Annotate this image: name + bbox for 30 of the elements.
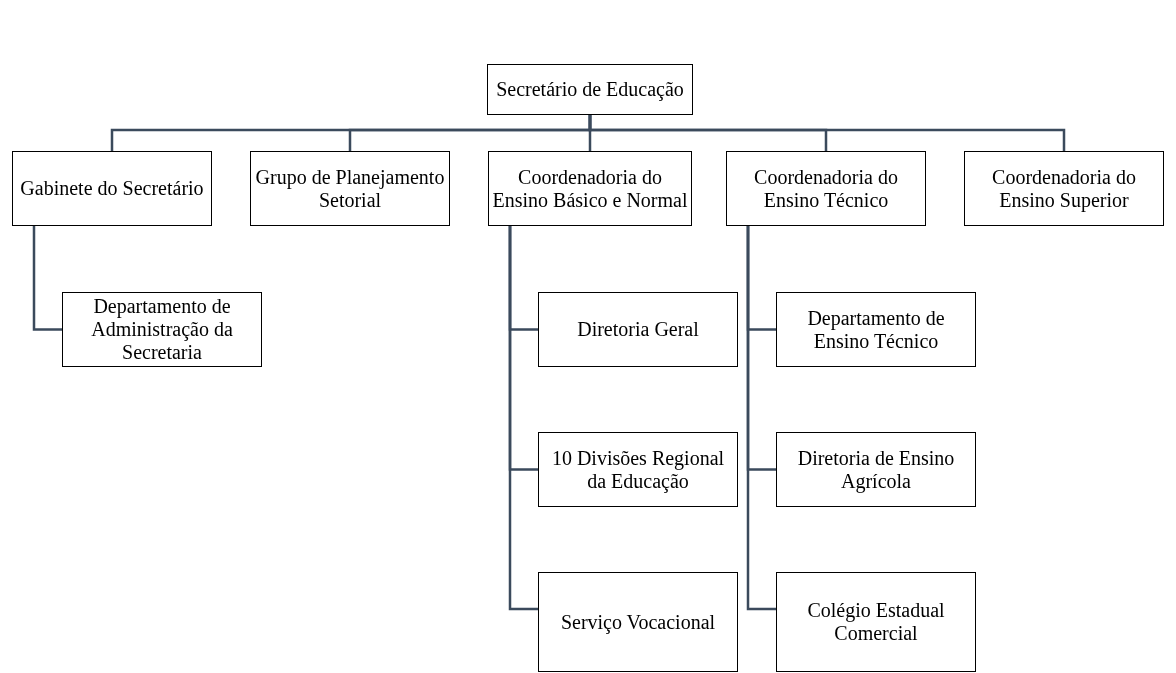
org-box [776,572,976,672]
unit-name: 10 Divisões Regional da Educação [550,446,726,493]
unit-name: Secretário de Educação [496,78,684,101]
connector-line [588,115,1066,151]
org-box [538,572,738,672]
org-box [776,432,976,507]
unit-name: Departamento de Administração da Secretaria [90,295,234,364]
org-box [488,151,692,226]
unit-name: Diretoria de Ensino Agrícola [796,446,956,493]
unit-name: Colégio Estadual Comercial [806,599,946,645]
org-box [964,151,1164,226]
unit-name: Diretoria Geral [577,318,699,341]
connector-line [746,226,776,611]
org-box [62,292,262,367]
org-box [726,151,926,226]
connector-line [508,226,538,611]
unit-name: Gabinete do Secretário [20,177,204,200]
unit-name: Departamento de Ensino Técnico [806,306,946,353]
unit-name: Grupo de Planejamento Setorial [254,165,446,212]
org-box [250,151,450,226]
unit-name: Coordenadoria do Ensino Básico e Normal [492,165,688,212]
org-box [12,151,212,226]
org-box [538,432,738,507]
org-box [538,292,738,367]
unit-name: Serviço Vocacional [560,610,716,634]
org-box [776,292,976,367]
org-box [487,64,693,115]
connector-line [32,226,62,331]
unit-name: Coordenadoria do Ensino Superior [991,165,1137,212]
unit-name: Coordenadoria do Ensino Técnico [753,165,899,212]
